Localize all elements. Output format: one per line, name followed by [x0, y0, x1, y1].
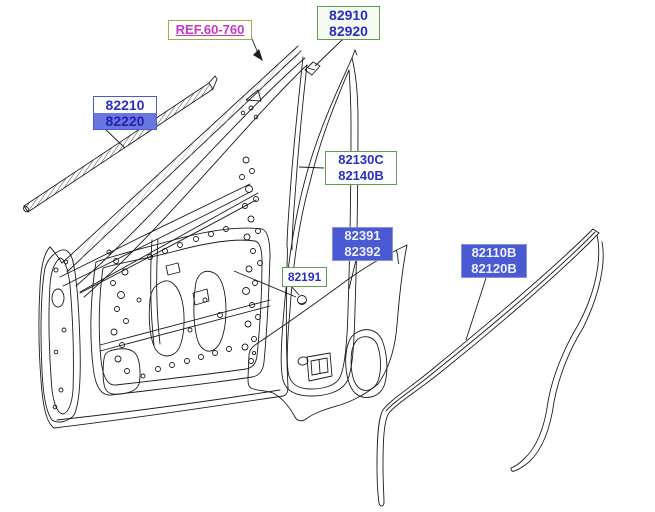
- part-label-82130C-82140B: 82130C 82140B: [325, 151, 397, 185]
- part-number-82140B[interactable]: 82140B: [338, 168, 384, 183]
- part-number-82392[interactable]: 82392: [333, 244, 392, 260]
- door-panel-drawing: [38, 45, 308, 429]
- ref-link-60-760[interactable]: REF.60-760: [168, 20, 252, 40]
- part-label-82910-82920: 82910 82920: [317, 6, 380, 40]
- glass-run-channel: [280, 48, 359, 397]
- delta-garnish: [304, 61, 321, 76]
- part-number-82210[interactable]: 82210: [105, 97, 145, 113]
- part-number-82910[interactable]: 82910: [329, 7, 368, 23]
- part-number-82110B[interactable]: 82110B: [462, 245, 526, 261]
- part-label-82210-82220: 82210 82220: [93, 96, 157, 130]
- retainer-clip: [297, 295, 307, 305]
- part-label-82391-82392: 82391 82392: [332, 227, 393, 261]
- part-number-82391[interactable]: 82391: [333, 228, 392, 244]
- door-seal-pad: [247, 244, 408, 422]
- part-label-82110B-82120B: 82110B 82120B: [461, 244, 527, 278]
- part-number-82130C[interactable]: 82130C: [338, 152, 384, 167]
- part-label-82191[interactable]: 82191: [282, 267, 327, 287]
- leader-lines: [103, 31, 487, 341]
- part-number-82920[interactable]: 82920: [329, 23, 368, 39]
- door-weatherstrip: [376, 228, 604, 507]
- part-number-82120B[interactable]: 82120B: [462, 261, 526, 277]
- part-number-82220[interactable]: 82220: [94, 113, 156, 129]
